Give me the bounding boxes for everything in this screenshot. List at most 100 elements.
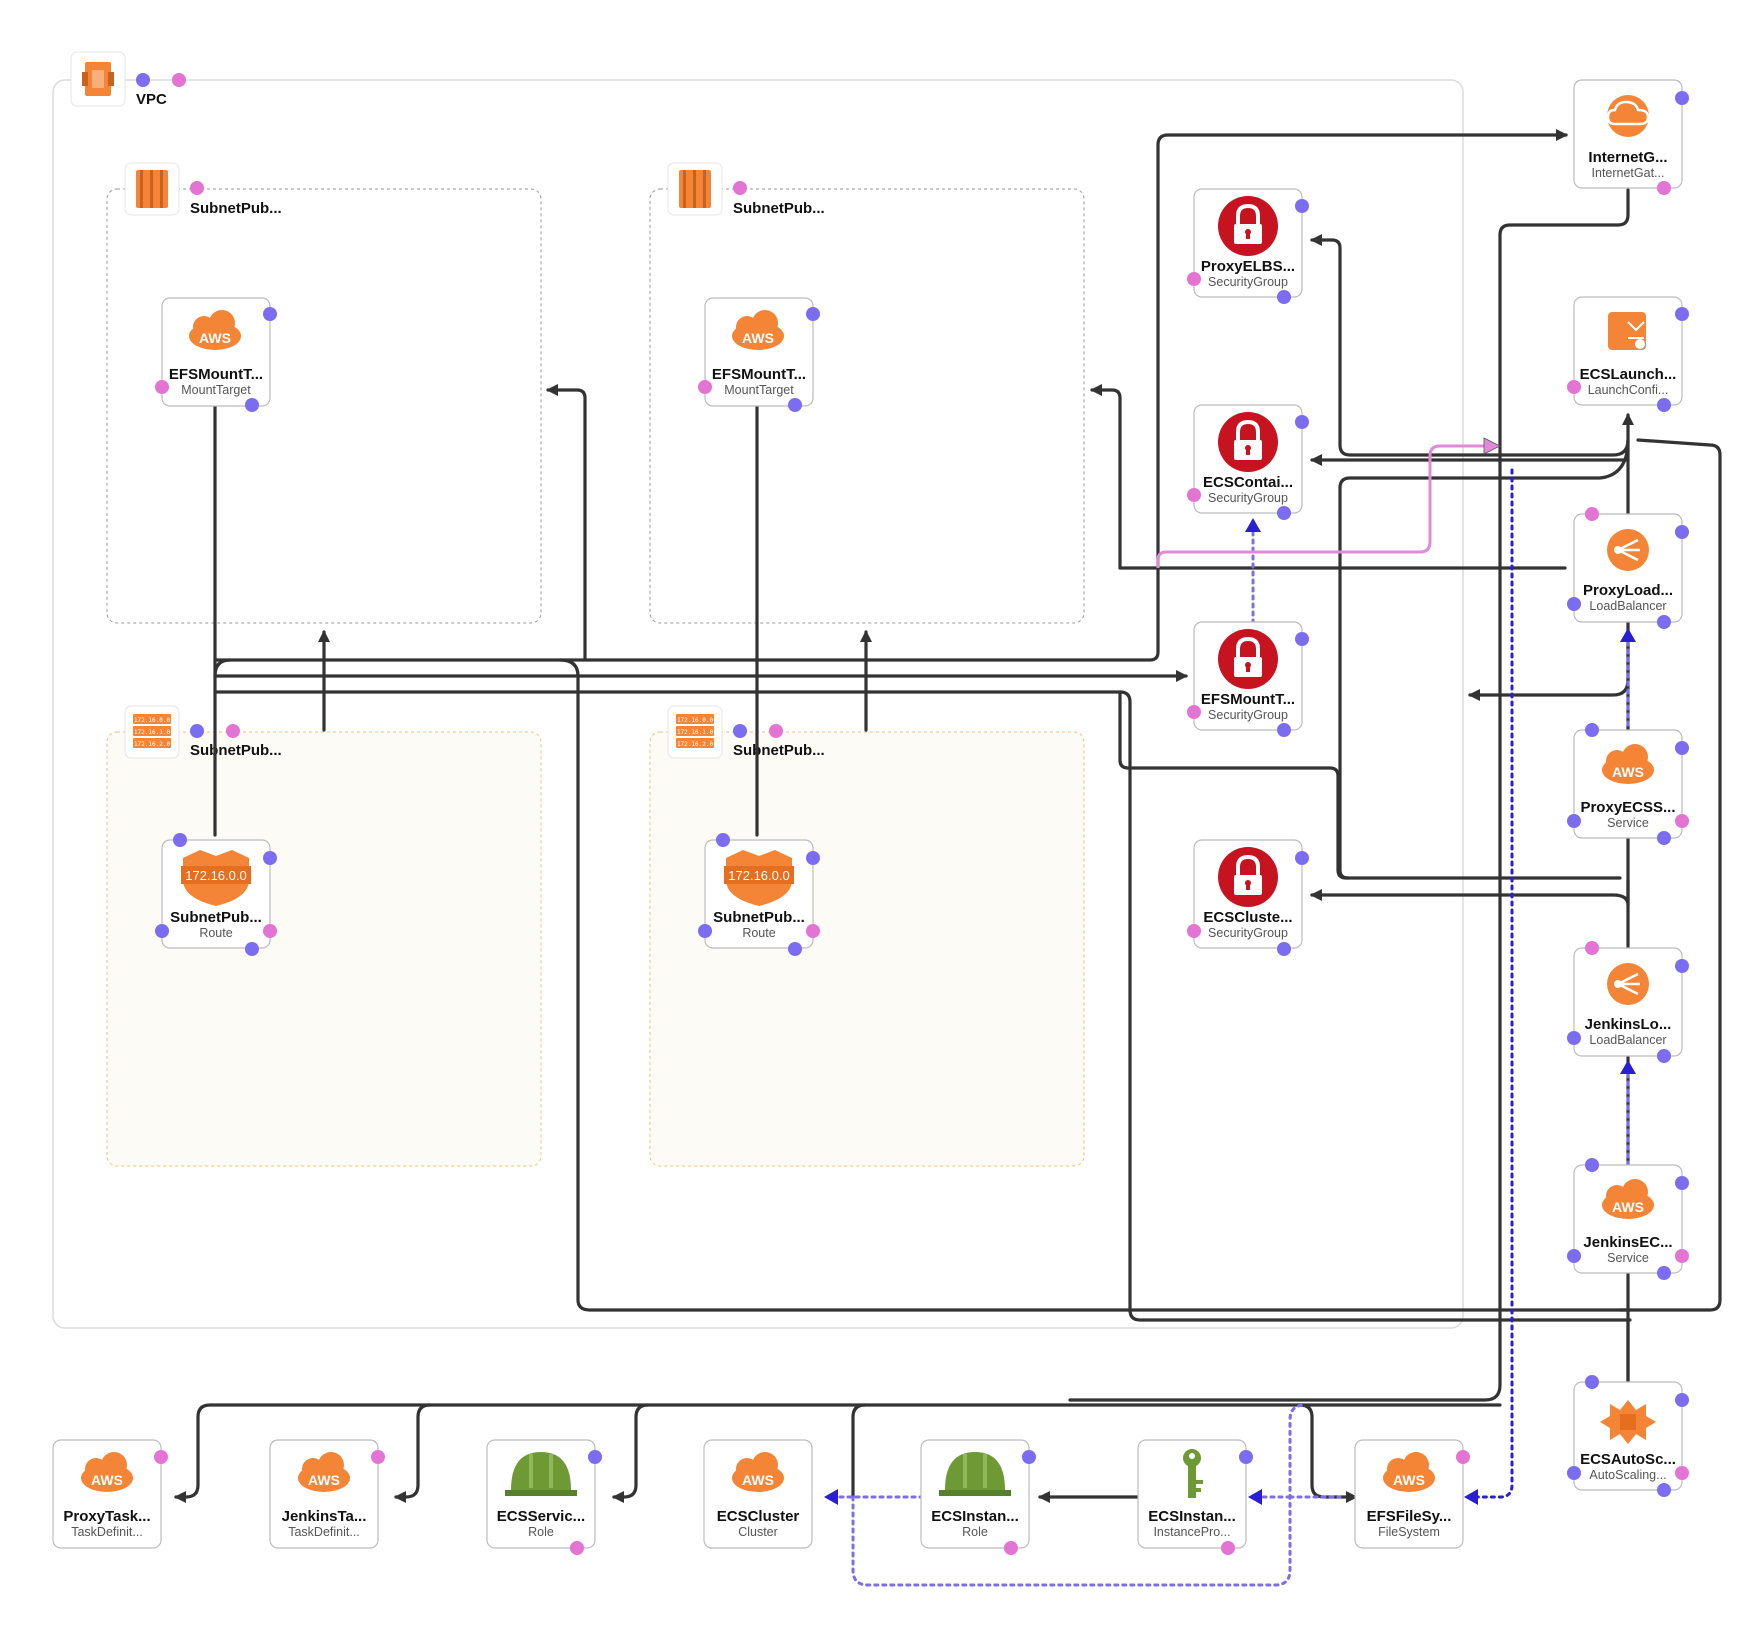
port[interactable] [263,851,277,865]
port[interactable] [1567,814,1581,828]
port[interactable] [588,1450,602,1464]
node-ecs-cluster[interactable]: AWS ECSCluster Cluster [703,1439,813,1549]
port[interactable] [154,1450,168,1464]
port[interactable] [1675,91,1689,105]
node-route-1[interactable]: 172.16.0.0 SubnetPub... Route [155,833,277,956]
node-ecs-instance-profile[interactable]: ECSInstan... InstancePro... [1137,1439,1253,1555]
port[interactable] [263,307,277,321]
port[interactable] [1657,615,1671,629]
port[interactable] [1187,924,1201,938]
port[interactable] [1657,1049,1671,1063]
port[interactable] [136,73,150,87]
port[interactable] [733,724,747,738]
port[interactable] [1277,942,1291,956]
port[interactable] [155,924,169,938]
port[interactable] [1567,1466,1581,1480]
port[interactable] [263,924,277,938]
port[interactable] [788,942,802,956]
node-title: EFSMountT... [169,366,263,383]
node-proxy-task[interactable]: AWS ProxyTask... TaskDefinit... [52,1439,168,1549]
port[interactable] [1585,1158,1599,1172]
node-proxy-ecs-service[interactable]: AWS ProxyECSS... Service [1567,723,1689,845]
port[interactable] [1187,272,1201,286]
port[interactable] [1567,597,1581,611]
node-ecs-service-role[interactable]: ECSServic... Role [486,1439,602,1555]
port[interactable] [1456,1450,1470,1464]
port[interactable] [1657,181,1671,195]
port[interactable] [190,181,204,195]
port[interactable] [769,724,783,738]
port[interactable] [1657,831,1671,845]
port[interactable] [245,942,259,956]
port[interactable] [1295,415,1309,429]
node-title: InternetG... [1588,149,1667,166]
node-ecs-autoscaling[interactable]: ECSAutoSc... AutoScaling... [1567,1375,1689,1497]
port[interactable] [1004,1541,1018,1555]
port[interactable] [1657,1266,1671,1280]
port[interactable] [1022,1450,1036,1464]
node-jenkins-task[interactable]: AWS JenkinsTa... TaskDefinit... [269,1439,385,1549]
port[interactable] [1675,525,1689,539]
port[interactable] [245,398,259,412]
port[interactable] [1675,741,1689,755]
port[interactable] [1187,705,1201,719]
node-proxy-lb[interactable]: ProxyLoad... LoadBalancer [1567,507,1689,629]
port[interactable] [1657,398,1671,412]
port[interactable] [1277,723,1291,737]
node-jenkins-ecs-service[interactable]: AWS JenkinsEC... Service [1567,1158,1689,1280]
port[interactable] [1675,1466,1689,1480]
node-efs-mount-2[interactable]: AWS EFSMountT... MountTarget [698,297,820,412]
port[interactable] [1295,199,1309,213]
port[interactable] [1585,507,1599,521]
port[interactable] [1675,1393,1689,1407]
port[interactable] [1295,851,1309,865]
port[interactable] [1277,290,1291,304]
node-internet-gw[interactable]: InternetG... InternetGat... [1573,79,1689,195]
node-ecs-instance-role[interactable]: ECSInstan... Role [920,1439,1036,1555]
port[interactable] [1675,814,1689,828]
node-efs-mount-sg[interactable]: EFSMountT... SecurityGroup [1187,621,1309,737]
port[interactable] [1675,1249,1689,1263]
node-efs-filesystem[interactable]: AWS EFSFileSy... FileSystem [1354,1439,1470,1549]
port[interactable] [806,924,820,938]
port[interactable] [1675,959,1689,973]
port[interactable] [698,924,712,938]
port[interactable] [788,398,802,412]
port[interactable] [1567,1031,1581,1045]
node-title: ProxyTask... [63,1508,150,1525]
node-ecs-launch[interactable]: ECSLaunch... LaunchConfi... [1567,296,1689,412]
node-ecs-container-sg[interactable]: ECSContai... SecurityGroup [1187,404,1309,520]
node-efs-mount-1[interactable]: AWS EFSMountT... MountTarget [155,297,277,412]
port[interactable] [1187,488,1201,502]
port[interactable] [1277,506,1291,520]
node-jenkins-lb[interactable]: JenkinsLo... LoadBalancer [1567,941,1689,1063]
port[interactable] [371,1450,385,1464]
subnet-icon [136,170,168,208]
node-ecs-cluster-sg[interactable]: ECSCluste... SecurityGroup [1187,839,1309,956]
node-route-2[interactable]: 172.16.0.0 SubnetPub... Route [698,833,820,956]
port[interactable] [1675,1176,1689,1190]
port[interactable] [1567,1249,1581,1263]
port[interactable] [806,851,820,865]
port[interactable] [190,724,204,738]
port[interactable] [1657,1483,1671,1497]
port[interactable] [1585,723,1599,737]
port[interactable] [1221,1541,1235,1555]
port[interactable] [698,380,712,394]
port[interactable] [1239,1450,1253,1464]
port[interactable] [1585,1375,1599,1389]
port[interactable] [155,380,169,394]
port[interactable] [716,833,730,847]
port[interactable] [733,181,747,195]
port[interactable] [172,73,186,87]
port[interactable] [1567,380,1581,394]
node-proxy-elb-sg[interactable]: ProxyELBS... SecurityGroup [1187,188,1309,304]
port[interactable] [173,833,187,847]
port[interactable] [806,307,820,321]
port[interactable] [1675,307,1689,321]
port[interactable] [1585,941,1599,955]
port[interactable] [226,724,240,738]
port[interactable] [1295,632,1309,646]
port[interactable] [570,1541,584,1555]
